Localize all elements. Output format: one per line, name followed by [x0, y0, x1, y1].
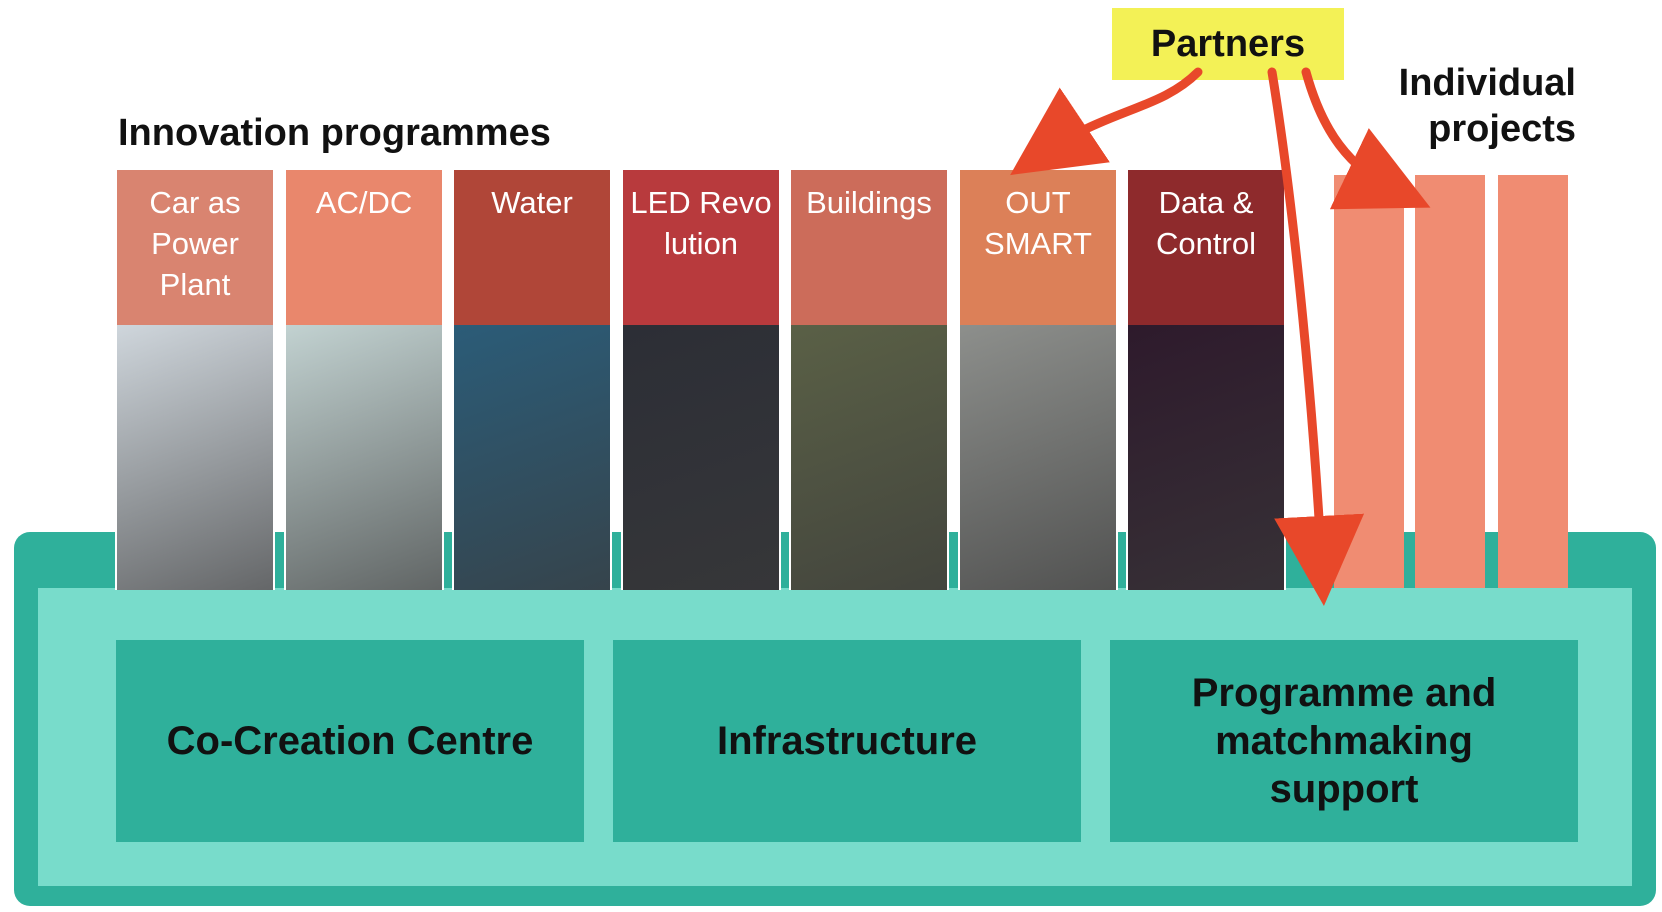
programme-label: Car as Power Plant: [149, 185, 241, 302]
programme-column: LED Revo lution: [621, 170, 781, 590]
programme-label: LED Revo lution: [630, 185, 772, 261]
programme-header-image: [791, 170, 947, 325]
programme-header-image: [960, 170, 1116, 325]
programme-column: AC/DC: [284, 170, 444, 590]
infrastructure-box: Infrastructure: [613, 640, 1081, 842]
individual-projects-heading: Individual projects: [1398, 62, 1576, 150]
programme-label: AC/DC: [315, 185, 413, 220]
programme-column: Data & Control: [1126, 170, 1286, 590]
project-bar: [1498, 175, 1568, 588]
co-creation-centre-box: Co-Creation Centre: [116, 640, 584, 842]
programme-header-image: [1128, 170, 1284, 325]
programme-column: Water: [452, 170, 612, 590]
programme-header-image: [117, 170, 273, 325]
programme-column: Car as Power Plant: [115, 170, 275, 590]
programme-header-image: [286, 170, 442, 325]
programme-label: Water: [491, 185, 573, 220]
programme-column: OUT SMART: [958, 170, 1118, 590]
programme-label: Buildings: [806, 185, 932, 220]
arrow-to-projects: [1301, 67, 1431, 210]
arrow-to-support: [1267, 67, 1365, 606]
programme-photo: [791, 325, 947, 590]
programme-label: Data & Control: [1156, 185, 1256, 261]
programme-photo: [286, 325, 442, 590]
programme-photo: [454, 325, 610, 590]
programme-photo: [960, 325, 1116, 590]
programme-column: Buildings: [789, 170, 949, 590]
programme-support-box: Programme and matchmaking support: [1110, 640, 1578, 842]
programme-header-image: [454, 170, 610, 325]
programme-header-image: [623, 170, 779, 325]
arrow-to-outsmart: [1010, 67, 1203, 176]
programme-photo: [623, 325, 779, 590]
project-bar: [1415, 175, 1485, 588]
programme-photo: [117, 325, 273, 590]
programme-label: OUT SMART: [984, 185, 1092, 261]
programme-photo: [1128, 325, 1284, 590]
innovation-programmes-heading: Innovation programmes: [118, 112, 551, 154]
